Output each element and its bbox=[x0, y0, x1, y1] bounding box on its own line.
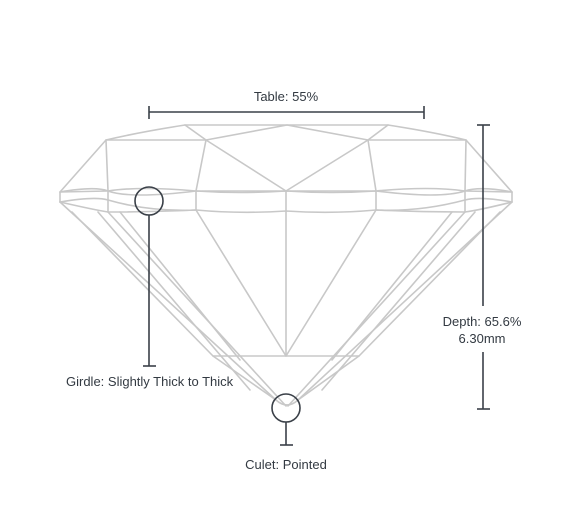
depth-percent-label: Depth: 65.6% bbox=[442, 314, 522, 329]
depth-measure bbox=[477, 124, 490, 410]
table-measure bbox=[148, 106, 425, 119]
girdle-marker bbox=[134, 186, 164, 367]
diamond-pavilion bbox=[59, 201, 513, 407]
culet-label: Culet: Pointed bbox=[245, 457, 327, 472]
culet-marker bbox=[271, 393, 301, 446]
depth-label-group: Depth: 65.6% 6.30mm bbox=[434, 313, 530, 347]
girdle-label: Girdle: Slightly Thick to Thick bbox=[66, 374, 234, 389]
depth-size-label: 6.30mm bbox=[458, 331, 506, 346]
table-label: Table: 55% bbox=[253, 89, 319, 104]
